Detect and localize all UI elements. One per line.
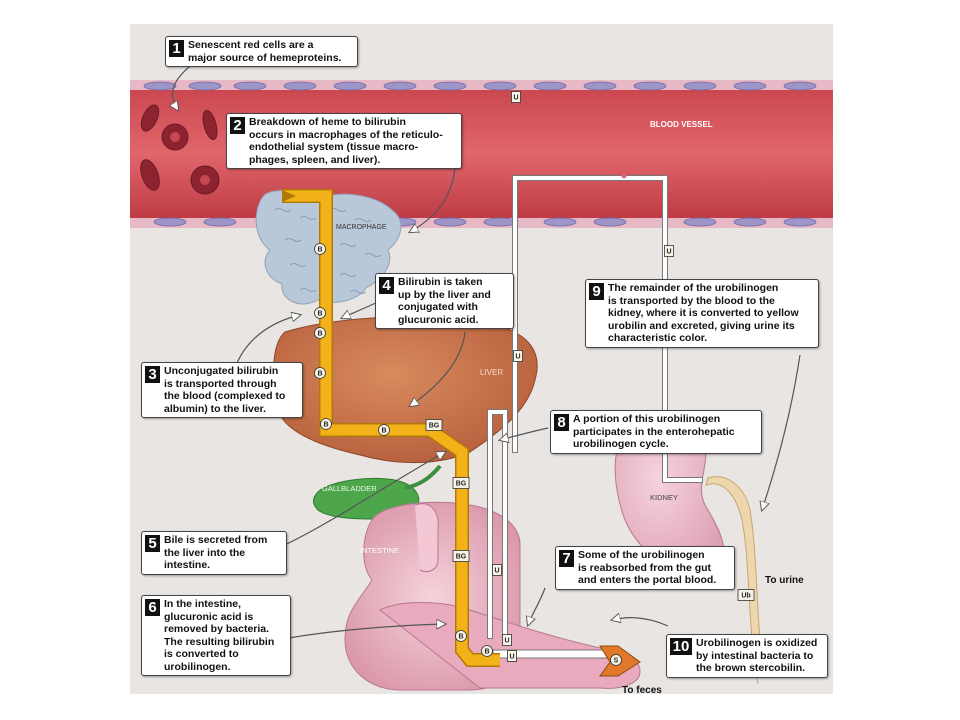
step-3-callout: 3 Unconjugated bilirubin is transported … <box>141 362 303 418</box>
step-6-callout: 6 In the intestine, glucuronic acid is r… <box>141 595 291 676</box>
step-8-callout: 8 A portion of this urobilinogen partici… <box>550 410 762 454</box>
bilirubin-token-label: B <box>323 422 328 429</box>
step-7-callout: 7 Some of the urobilinogen is reabsorbed… <box>555 546 735 590</box>
step-10-text: Urobilinogen is oxidized by intestinal b… <box>696 637 818 674</box>
bilirubin-token-label: B <box>317 247 322 254</box>
macrophage-label: MACROPHAGE <box>336 224 387 231</box>
blood-vessel <box>130 80 833 228</box>
bile-path-start-notch <box>282 190 296 202</box>
urobilin-token-label: Ub <box>741 593 750 600</box>
bilirubin-glucuronide-token: BG <box>425 419 443 431</box>
step-4-callout: 4 Bilirubin is taken up by the liver and… <box>375 273 514 329</box>
bilirubin-token-label: B <box>458 634 463 641</box>
bilirubin-glucuronide-token-label: BG <box>456 481 467 488</box>
bilirubin-glucuronide-token: BG <box>452 550 470 562</box>
to-urine-label: To urine <box>765 575 804 586</box>
bilirubin-glucuronide-token: BG <box>452 477 470 489</box>
bilirubin-token-label: B <box>381 428 386 435</box>
to-feces-label: To feces <box>622 685 662 696</box>
urobilinogen-token: U <box>513 350 523 362</box>
bilirubin-token: B <box>314 367 326 379</box>
step-3-number: 3 <box>145 366 160 383</box>
step-8-text: A portion of this urobilinogen participa… <box>573 413 735 450</box>
step-2-number: 2 <box>230 117 245 134</box>
step-2-text: Breakdown of heme to bilirubin occurs in… <box>249 116 443 166</box>
bilirubin-token: B <box>378 424 390 436</box>
bilirubin-path <box>282 190 500 666</box>
step-10-callout: 10 Urobilinogen is oxidized by intestina… <box>666 634 828 678</box>
step-6-text: In the intestine, glucuronic acid is rem… <box>164 598 275 673</box>
urobilinogen-token: U <box>492 564 502 576</box>
step-4-text: Bilirubin is taken up by the liver and c… <box>398 276 491 326</box>
urobilinogen-token: U <box>511 91 521 103</box>
step-4-number: 4 <box>379 277 394 294</box>
urobilinogen-token-label: U <box>504 638 509 645</box>
step-1-callout: 1 Senescent red cells are a major source… <box>165 36 358 67</box>
stercobilin-token-label: S <box>614 658 619 665</box>
urobilinogen-token-label: U <box>666 249 671 256</box>
step-1-text: Senescent red cells are a major source o… <box>188 39 342 64</box>
urobilinogen-token-label: U <box>509 654 514 661</box>
blood-vessel-label: BLOOD VESSEL <box>650 120 713 129</box>
urobilinogen-token-label: U <box>513 95 518 102</box>
urobilinogen-token: U <box>502 634 512 646</box>
gallbladder-label: GALLBLADDER <box>322 484 377 493</box>
step-3-text: Unconjugated bilirubin is transported th… <box>164 365 286 415</box>
step-7-text: Some of the urobilinogen is reabsorbed f… <box>578 549 717 586</box>
bilirubin-token-label: B <box>484 649 489 656</box>
intestine-label: INTESTINE <box>360 546 399 555</box>
bilirubin-token: B <box>314 243 326 255</box>
urobilinogen-token-label: U <box>515 354 520 361</box>
step-1-number: 1 <box>169 40 184 57</box>
step-5-text: Bile is secreted from the liver into the… <box>164 534 268 571</box>
urobilinogen-token: U <box>507 650 517 662</box>
vessel-junction <box>621 173 627 179</box>
bilirubin-token: B <box>314 327 326 339</box>
step-9-callout: 9 The remainder of the urobilinogen is t… <box>585 279 819 348</box>
bilirubin-token: B <box>455 630 467 642</box>
callout-arrows <box>173 59 801 641</box>
bilirubin-token: B <box>320 418 332 430</box>
bilirubin-glucuronide-token-label: BG <box>456 554 467 561</box>
bilirubin-token-label: B <box>317 371 322 378</box>
cystic-duct <box>404 464 442 490</box>
kidney-label: KIDNEY <box>650 493 678 502</box>
urobilinogen-token-label: U <box>494 568 499 575</box>
token-layer: B B B B B B BG BG BG B B U U U U U U UbS <box>314 91 755 666</box>
bilirubin-token: B <box>481 645 493 657</box>
liver-label: LIVER <box>480 368 503 377</box>
step-9-text: The remainder of the urobilinogen is tra… <box>608 282 799 344</box>
stercobilin-token: S <box>610 654 622 666</box>
step-5-callout: 5 Bile is secreted from the liver into t… <box>141 531 287 575</box>
step-2-callout: 2 Breakdown of heme to bilirubin occurs … <box>226 113 462 169</box>
bilirubin-token-label: B <box>317 311 322 318</box>
bilirubin-token-label: B <box>317 331 322 338</box>
step-9-number: 9 <box>589 283 604 300</box>
bilirubin-glucuronide-token-label: BG <box>429 423 440 430</box>
step-8-number: 8 <box>554 414 569 431</box>
step-10-number: 10 <box>670 638 692 655</box>
step-7-number: 7 <box>559 550 574 567</box>
urobilin-token: Ub <box>737 589 755 601</box>
bilirubin-token: B <box>314 307 326 319</box>
step-5-number: 5 <box>145 535 160 552</box>
urobilinogen-token: U <box>664 245 674 257</box>
step-6-number: 6 <box>145 599 160 616</box>
